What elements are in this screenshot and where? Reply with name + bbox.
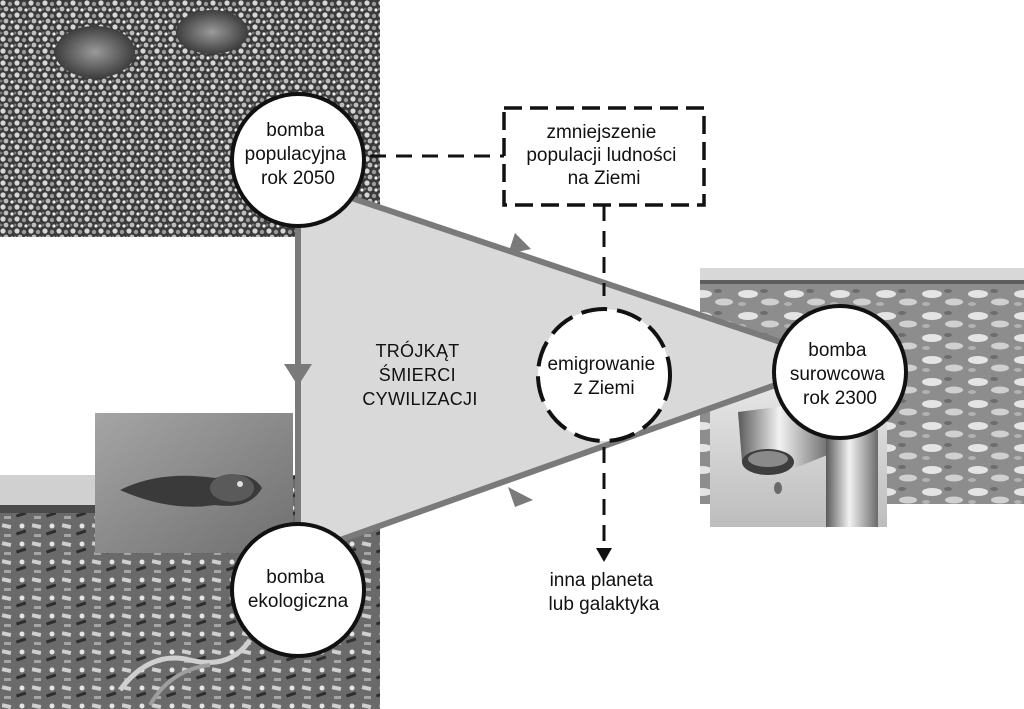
other-planet-label: inna planeta lub galaktyka (549, 570, 660, 615)
dashed-connectors (370, 154, 606, 548)
edge-ecological-to-resource (296, 359, 842, 558)
population-bomb-node: bomba populacyjna rok 2050 (230, 92, 366, 228)
triangle-arrowheads (284, 233, 533, 507)
death-triangle-title: TRÓJKĄT ŚMIERCI CYWILIZACJI (362, 340, 477, 409)
resource-bomb-node: bomba surowcowa rok 2300 (772, 304, 908, 440)
population-reduction-box (502, 106, 706, 207)
emigration-node: emigrowanie z Ziemi (536, 307, 672, 443)
population-bomb-label: bomba populacyjna rok 2050 (245, 120, 352, 189)
ecological-bomb-node: bomba ekologiczna (230, 522, 366, 658)
dead-fish-photo (95, 413, 293, 553)
emigration-label: emigrowanie z Ziemi (547, 354, 660, 399)
ecological-bomb-label: bomba ekologiczna (248, 567, 349, 612)
arrow-right-icon-lower (508, 487, 533, 507)
arrow-down-icon-dashed (596, 548, 612, 562)
arrow-right-icon (508, 233, 531, 254)
population-reduction-label: zmniejszenie populacji ludności na Ziemi (526, 122, 681, 189)
arrow-down-icon (284, 364, 312, 386)
edge-population-to-resource (297, 177, 841, 365)
resource-bomb-label: bomba surowcowa rok 2300 (790, 340, 890, 409)
